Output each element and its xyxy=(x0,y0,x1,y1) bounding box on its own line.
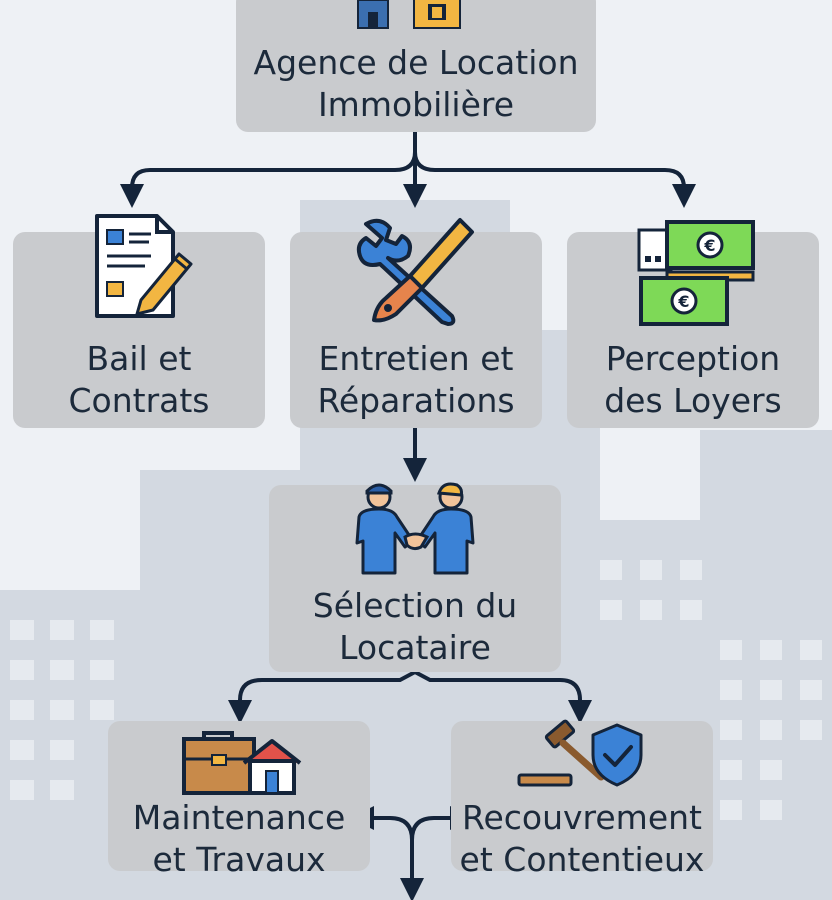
tenant-label-line1: Sélection du xyxy=(312,586,518,625)
node-repairs: Entretien et Réparations xyxy=(290,218,542,428)
lease-label-line2: Contrats xyxy=(68,381,210,420)
document-pen-icon xyxy=(95,214,193,318)
node-tenant: Sélection du Locataire xyxy=(269,482,561,672)
rent-label-line2: des Loyers xyxy=(604,381,782,420)
edge-agency-lease xyxy=(120,130,417,208)
rent-label-line1: Perception xyxy=(605,339,781,378)
gavel-shield-icon xyxy=(517,719,643,787)
recovery-label-line1: Recouvrement xyxy=(462,798,702,837)
edge-bottom-branch xyxy=(350,806,474,841)
agency-label-line2: Immobilière xyxy=(317,85,515,124)
repairs-label-line2: Réparations xyxy=(317,381,515,420)
handshake-icon xyxy=(355,482,475,575)
node-rent: € € Perception des Loyers xyxy=(567,220,819,428)
edge-tenant-recovery xyxy=(413,670,592,724)
toolbox-house-icon xyxy=(182,731,302,795)
euro-banknotes-icon: € € xyxy=(637,220,755,326)
repairs-label-line1: Entretien et xyxy=(318,339,514,378)
lease-label-line1: Bail et xyxy=(86,339,192,378)
node-maintenance: Maintenance et Travaux xyxy=(108,721,370,879)
svg-text:€: € xyxy=(703,236,715,255)
edge-agency-rent xyxy=(413,130,696,208)
node-agency: Agence de Location Immobilière xyxy=(236,0,596,132)
wrench-brush-icon xyxy=(356,218,474,326)
svg-text:€: € xyxy=(677,292,689,311)
maintenance-label-line2: et Travaux xyxy=(152,840,326,879)
node-lease: Bail et Contrats xyxy=(13,214,265,428)
recovery-label-line2: et Contentieux xyxy=(459,840,705,879)
node-recovery: Recouvrement et Contentieux xyxy=(451,719,713,879)
agency-label-line1: Agence de Location xyxy=(253,43,579,82)
tenant-label-line2: Locataire xyxy=(339,628,491,667)
maintenance-label-line1: Maintenance xyxy=(132,798,346,837)
building-icon xyxy=(354,0,461,30)
edge-tenant-maintenance xyxy=(228,670,417,724)
